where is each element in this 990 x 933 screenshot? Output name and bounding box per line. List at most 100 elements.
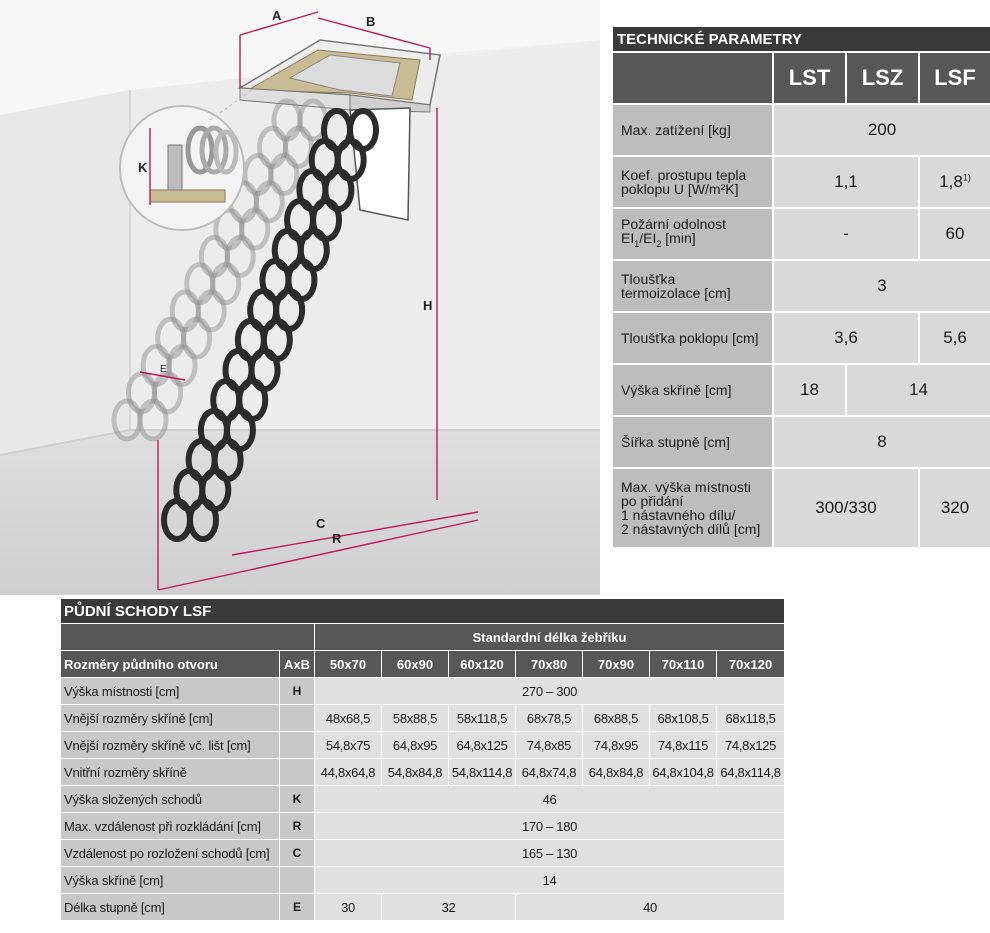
size-header-70x80: 70x80 bbox=[515, 650, 583, 678]
dim-label-c: C bbox=[316, 516, 326, 531]
row-label: Vnitřní rozměry skříně bbox=[60, 758, 280, 786]
dimension-labels: A B K H E C R bbox=[138, 8, 432, 546]
row-label: Vzdálenost po rozložení schodů [cm] bbox=[60, 839, 280, 867]
param-value-max-room-height-lsf: 320 bbox=[917, 467, 990, 549]
row-symbol: K bbox=[279, 785, 315, 813]
floor bbox=[0, 430, 600, 595]
row-label: Výška skříně [cm] bbox=[60, 866, 280, 894]
row-label: Délka stupně [cm] bbox=[60, 893, 280, 921]
technical-header-blank bbox=[611, 51, 774, 105]
dim-label-b: B bbox=[366, 14, 375, 29]
row-value: 170 – 180 bbox=[313, 812, 786, 840]
row-symbol: H bbox=[279, 677, 315, 705]
param-value-heat-transfer-lsf: 1,81) bbox=[917, 155, 990, 209]
row-value: 74,8x95 bbox=[582, 731, 650, 759]
ladder-loop bbox=[224, 234, 256, 278]
param-value-box-height-lsz-lsf: 14 bbox=[844, 363, 990, 417]
ladder-scissor bbox=[161, 108, 379, 542]
lsf-dimensions-table: PŮDNÍ SCHODY LSF Standardní délka žebřík… bbox=[59, 598, 786, 921]
size-header-60x90: 60x90 bbox=[381, 650, 449, 678]
param-value-hatch-thickness-lsf: 5,6 bbox=[917, 311, 990, 365]
ladder-loop bbox=[181, 316, 213, 360]
ladder-loop bbox=[187, 498, 219, 542]
row-value: 64,8x74,8 bbox=[515, 758, 583, 786]
size-header-60x120: 60x120 bbox=[448, 650, 516, 678]
param-value-step-width: 8 bbox=[771, 415, 990, 469]
row-symbol bbox=[279, 704, 315, 732]
ladder-loop bbox=[126, 371, 158, 415]
row-value: 46 bbox=[313, 785, 786, 813]
back-wall bbox=[130, 40, 600, 430]
row-value: 165 – 130 bbox=[313, 839, 786, 867]
param-value-max-room-height-lst-lsz: 300/330 bbox=[772, 467, 920, 549]
param-value-box-height-lst: 18 bbox=[772, 363, 847, 417]
dim-label-e: E bbox=[160, 364, 167, 375]
row-value: 64,8x84,8 bbox=[582, 758, 650, 786]
param-label-max-load: Max. zatížení [kg] bbox=[611, 103, 774, 157]
row-symbol: R bbox=[279, 812, 315, 840]
ladder-loop bbox=[256, 125, 288, 169]
table-row: Max. vzdálenost při rozkládání [cm] R 17… bbox=[60, 812, 786, 840]
dimension-lines bbox=[139, 11, 479, 591]
ladder-loop bbox=[169, 289, 201, 333]
row-value: 270 – 300 bbox=[313, 677, 786, 705]
row-value: 58x88,5 bbox=[381, 704, 449, 732]
row-label: Výška složených schodů bbox=[60, 785, 280, 813]
lsf-header-symbol: AxB bbox=[279, 650, 315, 678]
row-value: 64,8x104,8 bbox=[649, 758, 717, 786]
row-value: 64,8x125 bbox=[448, 731, 516, 759]
ladder-loop bbox=[242, 153, 274, 197]
row-value: 68x78,5 bbox=[515, 704, 583, 732]
row-value: 68x118,5 bbox=[715, 704, 786, 732]
ladder-loop bbox=[268, 153, 300, 197]
table-row: Délka stupně [cm] E 30 32 40 bbox=[60, 893, 786, 921]
lsf-subheader-blank bbox=[60, 623, 315, 651]
row-value: 54,8x114,8 bbox=[448, 758, 516, 786]
ladder-loop bbox=[111, 398, 143, 442]
row-symbol bbox=[279, 866, 315, 894]
ladder-loop bbox=[198, 234, 230, 278]
row-value: 74,8x85 bbox=[515, 731, 583, 759]
row-value: 54,8x84,8 bbox=[381, 758, 449, 786]
row-value: 40 bbox=[514, 893, 786, 921]
param-label-box-height: Výška skříně [cm] bbox=[611, 363, 774, 417]
row-value: 74,8x125 bbox=[715, 731, 786, 759]
ladder-folded-ghost bbox=[111, 98, 329, 442]
size-header-70x110: 70x110 bbox=[649, 650, 717, 678]
param-label-step-width: Šířka stupně [cm] bbox=[611, 415, 774, 469]
lsf-header-label: Rozměry půdního otvoru bbox=[60, 650, 280, 678]
row-value: 32 bbox=[381, 893, 516, 921]
ladder-loop bbox=[253, 180, 285, 224]
param-label-hatch-thickness: Tloušťka poklopu [cm] bbox=[611, 311, 774, 365]
row-label: Max. vzdálenost při rozkládání [cm] bbox=[60, 812, 280, 840]
row-label: Výška místnosti [cm] bbox=[60, 677, 280, 705]
size-header-50x70: 50x70 bbox=[314, 650, 382, 678]
ladder-loop bbox=[195, 289, 227, 333]
row-label: Vnější rozměry skříně [cm] bbox=[60, 704, 280, 732]
row-symbol: E bbox=[279, 893, 315, 921]
row-value: 74,8x115 bbox=[649, 731, 717, 759]
column-header-lsz: LSZ bbox=[845, 51, 920, 105]
ladder-loop bbox=[271, 98, 303, 142]
table-row: Vnější rozměry skříně vč. lišt [cm] 54,8… bbox=[60, 731, 786, 759]
size-header-70x120: 70x120 bbox=[715, 650, 786, 678]
ladder-loop bbox=[166, 343, 198, 387]
size-header-70x90: 70x90 bbox=[582, 650, 650, 678]
row-value: 64,8x114,8 bbox=[715, 758, 786, 786]
technical-title: TECHNICKÉ PARAMETRY bbox=[610, 25, 990, 53]
ladder-loop bbox=[152, 371, 184, 415]
dim-label-r: R bbox=[332, 531, 342, 546]
ladder-loop bbox=[137, 398, 169, 442]
param-value-heat-transfer-lst-lsz: 1,1 bbox=[772, 155, 920, 209]
technical-parameters-table: TECHNICKÉ PARAMETRY LST LSZ LSF Max. zat… bbox=[610, 25, 990, 549]
ladder-loop bbox=[155, 316, 187, 360]
column-header-lst: LST bbox=[772, 51, 847, 105]
ladder-illustration: A B K H E C R bbox=[0, 0, 600, 595]
row-value: 58x118,5 bbox=[448, 704, 516, 732]
param-value-fire-resistance-lst-lsz: - bbox=[772, 207, 920, 261]
dim-label-k: K bbox=[138, 160, 148, 175]
param-value-insulation-thickness: 3 bbox=[771, 259, 990, 313]
